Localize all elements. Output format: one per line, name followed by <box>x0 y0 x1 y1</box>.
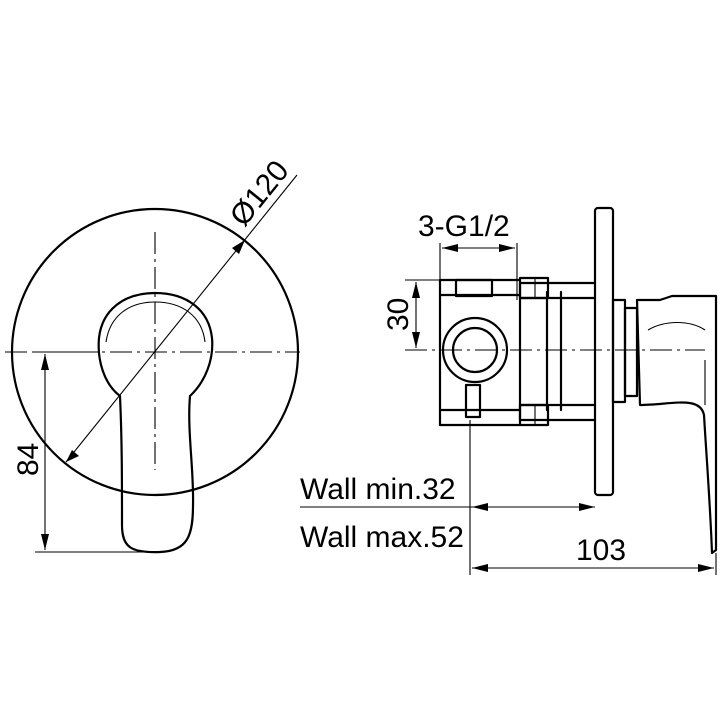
diameter-arrow-top <box>232 240 245 254</box>
connection-arrow-left <box>442 244 458 252</box>
lever-handle <box>97 291 214 554</box>
connection-label: 3-G1/2 <box>418 210 510 243</box>
height-arrow-bottom <box>41 534 49 550</box>
top-nut <box>518 276 550 300</box>
cartridge-ring <box>623 306 639 398</box>
height-arrow-top <box>41 354 49 370</box>
connection-stub-bottom <box>464 383 482 419</box>
side-view: 3-G1/2 30 Wall min.32 Wall max.52 103 <box>300 206 718 575</box>
wall-plate <box>593 206 615 497</box>
wall-max-label: Wall max.52 <box>300 521 464 554</box>
wall-min-arrow-left <box>472 503 488 511</box>
side-lever-detail <box>647 321 706 405</box>
bottom-nut <box>518 403 550 427</box>
depth-arrow-left <box>472 564 488 572</box>
connection-arrow-right <box>499 244 515 252</box>
connection-height-label: 30 <box>382 298 415 331</box>
wall-min-label: Wall min.32 <box>300 473 456 506</box>
valve-body <box>518 281 597 422</box>
connection-height-arrow-top <box>412 282 420 298</box>
connection-height-arrow-bottom <box>412 332 420 348</box>
front-view: Ø120 84 <box>5 155 300 554</box>
side-lever <box>635 294 718 555</box>
depth-label: 103 <box>576 534 626 567</box>
wall-min-arrow-right <box>579 503 595 511</box>
lever-inner-line <box>105 301 206 343</box>
diameter-arrow-bottom <box>66 450 79 462</box>
height-label: 84 <box>12 443 45 476</box>
diameter-dimension-line <box>65 174 298 463</box>
connection-stub-top <box>454 278 494 298</box>
depth-arrow-right <box>698 564 714 572</box>
cartridge-neck <box>611 298 627 404</box>
